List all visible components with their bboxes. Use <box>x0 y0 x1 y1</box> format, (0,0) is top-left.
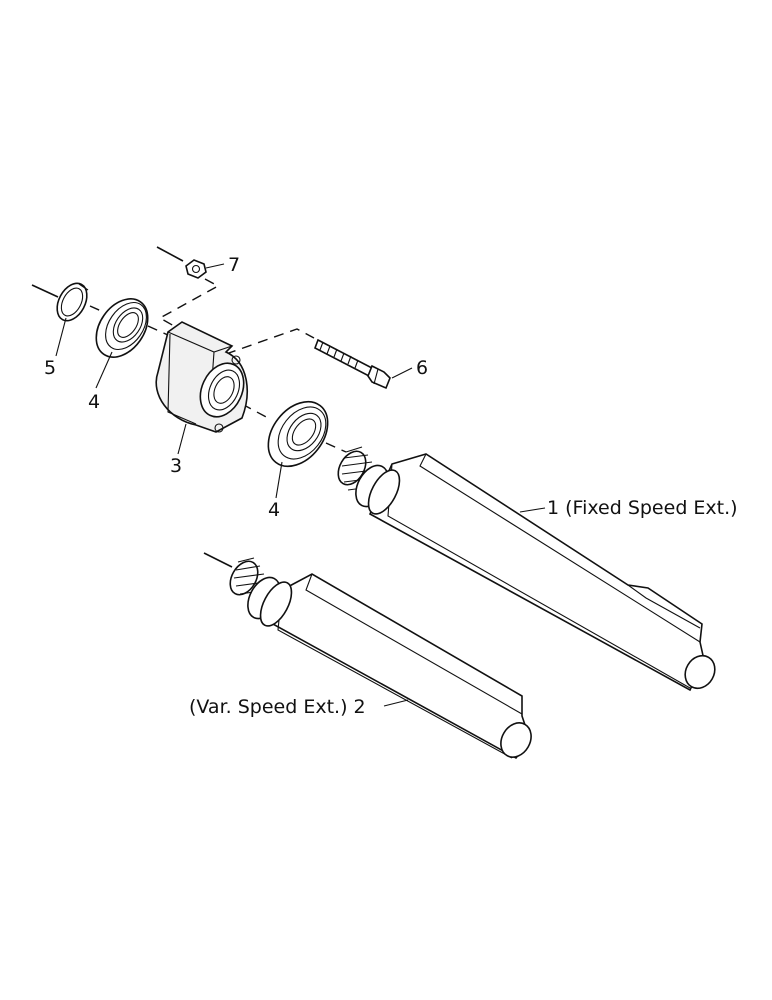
callout-4-right: 4 <box>268 499 280 521</box>
callout-4-left: 4 <box>88 391 100 413</box>
bearing-left-part <box>95 298 149 358</box>
snap-ring-part <box>56 282 89 322</box>
bolt-part <box>314 338 391 390</box>
callout-6: 6 <box>416 357 428 379</box>
fixed-speed-shaft-part <box>337 446 716 692</box>
callout-2-var-speed-ext: (Var. Speed Ext.) 2 <box>189 696 366 718</box>
bearing-right-part <box>267 400 329 468</box>
hex-nut-part <box>185 259 207 279</box>
callout-5: 5 <box>44 357 56 379</box>
variable-speed-shaft-part <box>229 557 532 760</box>
callout-1-fixed-speed-ext: 1 (Fixed Speed Ext.) <box>547 497 738 519</box>
callout-3: 3 <box>170 455 182 477</box>
callout-leaders <box>55 263 546 707</box>
bearing-housing-part <box>155 321 248 433</box>
callout-7: 7 <box>228 254 240 276</box>
